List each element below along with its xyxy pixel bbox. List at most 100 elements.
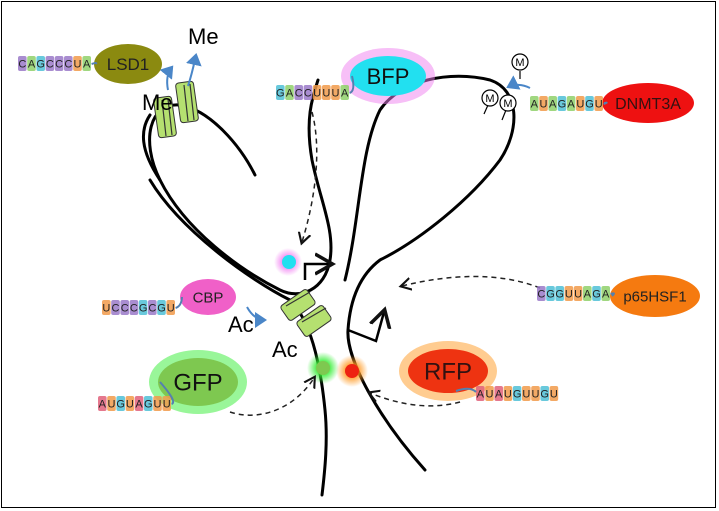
bfp-target-dot — [282, 255, 296, 269]
rfp-target-dot — [345, 364, 359, 378]
methylation-arrow — [506, 75, 531, 90]
nucleotide-tile — [530, 96, 539, 111]
nucleotide-tile — [54, 56, 64, 71]
methyl-label-removed: Me — [188, 24, 219, 49]
nucleotide-letter: U — [163, 399, 171, 411]
dna-left-strand-lower — [148, 178, 328, 497]
gfp-label: GFP — [173, 370, 222, 397]
nucleotide-letter: U — [108, 399, 116, 411]
nucleotide-letter: C — [64, 59, 72, 71]
nucleotide-letter: A — [549, 99, 557, 111]
nucleotide-tile — [125, 396, 135, 411]
nucleotide-letter: A — [83, 59, 91, 71]
nucleotide-letter: C — [295, 88, 303, 100]
nucleotide-letter: U — [126, 399, 134, 411]
dnmt3a-linker — [603, 101, 608, 105]
nucleotide-letter: U — [550, 389, 558, 401]
nucleotide-tile — [157, 300, 166, 315]
methyl-circle-free-label: M — [515, 57, 524, 69]
nucleotide-letter: U — [565, 289, 573, 301]
nucleotide-letter: U — [504, 389, 512, 401]
dna-methylation-marks: M M M — [481, 53, 531, 121]
nucleotide-tile — [539, 96, 548, 111]
nucleotide-tile — [18, 56, 27, 71]
nucleotide-letter: U — [102, 303, 110, 315]
nucleotide-letter: G — [540, 389, 549, 401]
gfp-target-dot — [316, 361, 330, 375]
nucleotide-tile — [73, 56, 82, 71]
nucleosome-mid — [280, 289, 332, 337]
nucleotide-letter: A — [28, 59, 36, 71]
p65hsf1-protein — [610, 275, 700, 317]
nucleotide-letter: A — [99, 399, 107, 411]
nucleotide-letter: U — [332, 88, 340, 100]
nucleotide-tile — [98, 396, 107, 411]
lsd1-protein — [94, 44, 162, 84]
nucleotide-tile — [503, 386, 513, 401]
nucleotide-tile — [64, 56, 73, 71]
nucleotide-tile — [166, 300, 175, 315]
acetyl-label-donor: Ac — [228, 312, 254, 337]
nucleotide-letter: G — [157, 303, 166, 315]
cbp-linker — [175, 296, 183, 309]
tss-arrow-upper — [303, 264, 330, 280]
nucleotide-letter: G — [276, 88, 285, 100]
nucleotide-tile — [540, 386, 549, 401]
nucleotide-tile — [303, 85, 313, 100]
nucleotide-tile — [522, 386, 531, 401]
nucleotide-tile — [162, 396, 171, 411]
acetylation-arrow — [246, 306, 267, 328]
nucleotide-tile — [331, 85, 340, 100]
nucleotide-letter: U — [522, 389, 530, 401]
nucleotide-tile — [107, 396, 116, 411]
nucleotide-tile — [144, 396, 153, 411]
lsd1-linker — [91, 62, 98, 65]
nucleotide-tile — [36, 56, 45, 71]
nucleotide-letter: G — [36, 59, 45, 71]
nucleotide-letter: A — [584, 289, 592, 301]
dnmt3a-protein — [602, 83, 694, 123]
nucleotide-letter: A — [567, 99, 575, 111]
nucleotide-letter: A — [135, 399, 143, 411]
nucleotide-tile — [116, 396, 125, 411]
nucleosome-top — [153, 80, 199, 139]
nucleotide-letter: U — [313, 88, 321, 100]
nucleotide-tile — [592, 286, 601, 301]
gfp-recruit-arrow — [229, 378, 314, 416]
recruitment-arrows — [229, 111, 541, 416]
nucleotide-tile — [594, 96, 603, 111]
bfp-recruit-arrow — [302, 111, 318, 242]
nucleotide-letter: A — [341, 88, 349, 100]
nucleotide-tile — [322, 85, 331, 100]
rfp-recruit-arrow — [370, 393, 461, 407]
methyl-circle-2-label: M — [503, 98, 512, 110]
nucleotide-letter: U — [532, 389, 540, 401]
nucleotide-letter: G — [558, 99, 567, 111]
nucleotide-tile — [111, 300, 120, 315]
nucleotide-letter: U — [74, 59, 82, 71]
nucleotide-tile — [573, 286, 583, 301]
rfp-linker — [455, 387, 477, 393]
nucleotide-tile — [564, 286, 574, 301]
nucleotide-letter: G — [585, 99, 594, 111]
nucleotide-letter: C — [130, 303, 138, 315]
nucleotide-letter: C — [537, 289, 545, 301]
nucleotide-letter: A — [477, 389, 485, 401]
nucleotide-letter: C — [55, 59, 63, 71]
nucleotide-letter: G — [139, 303, 148, 315]
nucleotide-letter: U — [167, 303, 175, 315]
nucleotide-letter: U — [322, 88, 330, 100]
nucleotide-letter: C — [148, 303, 156, 315]
acetyl-label-on-histone: Ac — [272, 337, 298, 362]
nucleotide-tile — [476, 386, 485, 401]
nucleotide-letter: C — [18, 59, 26, 71]
